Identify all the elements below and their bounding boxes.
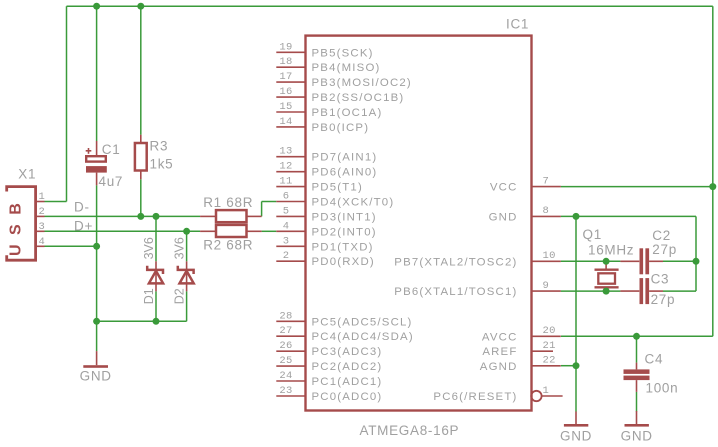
svg-text:1: 1 <box>543 385 550 397</box>
svg-text:D+: D+ <box>74 218 93 233</box>
svg-text:PB1(OC1A): PB1(OC1A) <box>312 107 383 119</box>
svg-text:27: 27 <box>279 325 292 337</box>
svg-text:PB0(ICP): PB0(ICP) <box>312 122 370 134</box>
svg-text:PB5(SCK): PB5(SCK) <box>312 47 374 59</box>
svg-text:10: 10 <box>543 250 556 262</box>
svg-text:IC1: IC1 <box>506 17 529 32</box>
svg-text:D2: D2 <box>173 288 187 304</box>
svg-text:C4: C4 <box>645 352 664 367</box>
svg-text:27p: 27p <box>651 292 676 307</box>
svg-text:16MHz: 16MHz <box>588 243 634 258</box>
svg-text:8: 8 <box>543 205 550 217</box>
svg-text:4: 4 <box>283 220 290 232</box>
svg-text:4u7: 4u7 <box>99 174 124 189</box>
svg-text:100n: 100n <box>646 381 679 396</box>
svg-text:26: 26 <box>279 340 292 352</box>
svg-text:PC6(/RESET): PC6(/RESET) <box>433 391 517 403</box>
svg-text:PC3(ADC3): PC3(ADC3) <box>312 346 383 358</box>
svg-text:PB4(MISO): PB4(MISO) <box>312 62 381 74</box>
svg-text:3: 3 <box>283 235 290 247</box>
svg-text:VCC: VCC <box>490 182 518 194</box>
svg-text:AREF: AREF <box>482 346 517 358</box>
svg-text:PC2(ADC2): PC2(ADC2) <box>312 361 383 373</box>
svg-text:PD1(TXD): PD1(TXD) <box>312 241 374 253</box>
svg-text:AVCC: AVCC <box>482 331 518 343</box>
svg-text:C3: C3 <box>651 272 670 287</box>
svg-text:PD7(AIN1): PD7(AIN1) <box>312 152 378 164</box>
svg-text:PB6(XTAL1/TOSC1): PB6(XTAL1/TOSC1) <box>394 286 517 298</box>
svg-text:2: 2 <box>283 250 290 262</box>
svg-text:GND: GND <box>621 428 653 443</box>
svg-text:15: 15 <box>279 101 292 113</box>
svg-text:ATMEGA8-16P: ATMEGA8-16P <box>360 423 460 438</box>
svg-text:PD3(INT1): PD3(INT1) <box>312 211 377 223</box>
svg-text:4: 4 <box>39 236 46 248</box>
svg-text:2: 2 <box>39 206 46 218</box>
svg-text:PD0(RXD): PD0(RXD) <box>312 256 375 268</box>
svg-text:PD5(T1): PD5(T1) <box>312 182 363 194</box>
svg-text:23: 23 <box>279 385 292 397</box>
svg-text:17: 17 <box>279 71 292 83</box>
svg-text:R3: R3 <box>150 139 169 154</box>
svg-text:PB3(MOSI/OC2): PB3(MOSI/OC2) <box>312 77 412 89</box>
svg-text:1: 1 <box>39 191 46 203</box>
svg-text:18: 18 <box>279 56 292 68</box>
svg-text:9: 9 <box>543 280 550 292</box>
svg-text:24: 24 <box>279 370 292 382</box>
svg-text:14: 14 <box>279 116 292 128</box>
svg-text:PC4(ADC4/SDA): PC4(ADC4/SDA) <box>312 331 414 343</box>
svg-text:PD4(XCK/T0): PD4(XCK/T0) <box>312 197 395 209</box>
svg-text:22: 22 <box>543 355 556 367</box>
svg-text:GND: GND <box>80 368 112 383</box>
svg-text:PC1(ADC1): PC1(ADC1) <box>312 376 383 388</box>
svg-text:GND: GND <box>489 211 518 223</box>
svg-text:3V6: 3V6 <box>173 237 187 259</box>
svg-text:16: 16 <box>279 86 292 98</box>
svg-text:25: 25 <box>279 355 292 367</box>
svg-text:21: 21 <box>543 340 556 352</box>
svg-text:PD2(INT0): PD2(INT0) <box>312 226 377 238</box>
svg-text:GND: GND <box>560 428 592 443</box>
svg-text:PC5(ADC5/SCL): PC5(ADC5/SCL) <box>312 316 413 328</box>
svg-text:USB: USB <box>8 194 25 256</box>
svg-text:AGND: AGND <box>480 361 518 373</box>
svg-text:X1: X1 <box>18 167 36 182</box>
svg-text:12: 12 <box>279 161 292 173</box>
svg-text:R1 68R: R1 68R <box>203 195 253 210</box>
svg-text:PB7(XTAL2/TOSC2): PB7(XTAL2/TOSC2) <box>394 256 517 268</box>
svg-text:R2 68R: R2 68R <box>203 238 253 253</box>
svg-text:C2: C2 <box>652 228 671 243</box>
svg-text:6: 6 <box>283 191 290 203</box>
svg-text:D1: D1 <box>142 288 156 304</box>
svg-text:28: 28 <box>279 310 292 322</box>
svg-text:D-: D- <box>74 200 90 215</box>
svg-text:11: 11 <box>279 176 292 188</box>
svg-text:1k5: 1k5 <box>150 157 174 172</box>
svg-text:27p: 27p <box>652 242 677 257</box>
svg-text:20: 20 <box>543 325 556 337</box>
svg-text:7: 7 <box>543 175 550 187</box>
svg-text:C1: C1 <box>102 142 121 157</box>
svg-text:PC0(ADC0): PC0(ADC0) <box>312 391 383 403</box>
svg-text:PD6(AIN0): PD6(AIN0) <box>312 167 378 179</box>
svg-text:Q1: Q1 <box>583 227 602 242</box>
svg-text:PB2(SS/OC1B): PB2(SS/OC1B) <box>312 92 405 104</box>
svg-text:19: 19 <box>279 41 292 53</box>
svg-text:13: 13 <box>279 146 292 158</box>
svg-text:5: 5 <box>283 205 290 217</box>
svg-text:3V6: 3V6 <box>142 237 156 259</box>
svg-text:3: 3 <box>39 221 46 233</box>
